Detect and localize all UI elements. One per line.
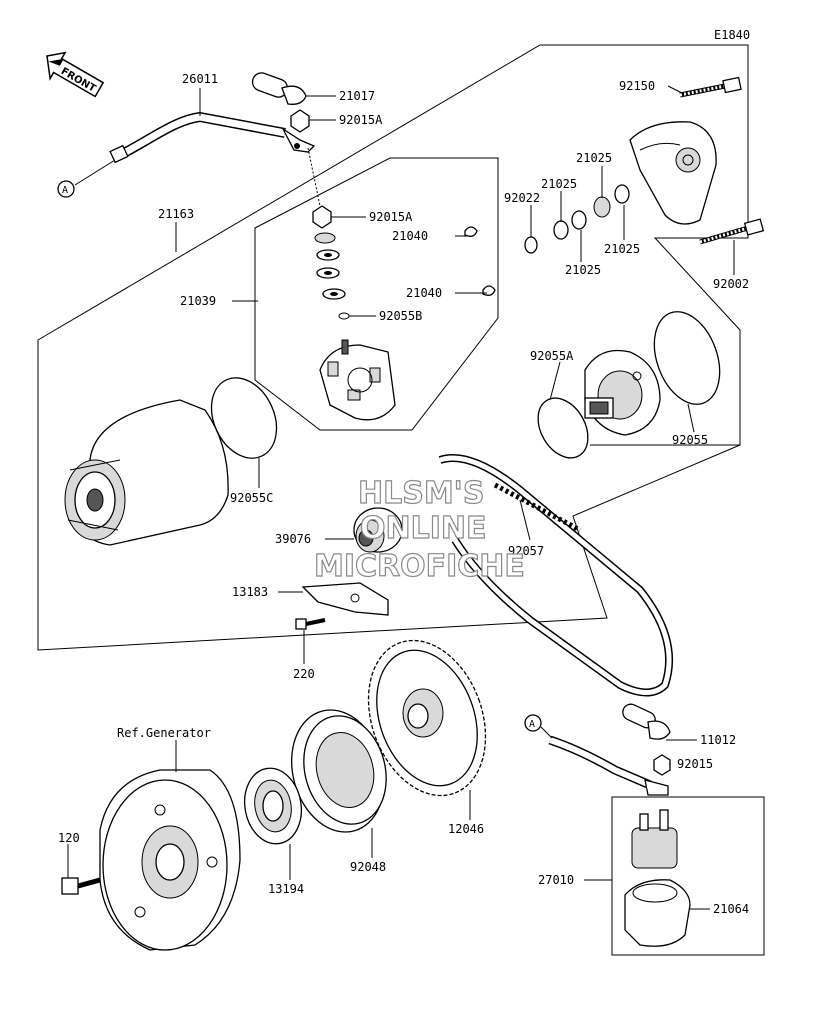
relay-box-outline [611, 796, 765, 956]
front-cover [584, 349, 661, 436]
one-way-clutch-13194 [243, 767, 303, 845]
brush-spring-lower [482, 285, 496, 296]
svg-text:A: A [529, 719, 535, 730]
o-ring-92055A [537, 397, 589, 459]
relay-cover-21064 [624, 879, 691, 947]
label-92055A: 92055A [530, 349, 574, 363]
label-21039: 21039 [180, 294, 216, 308]
label-92015A-top: 92015A [339, 113, 383, 127]
label-92055C: 92055C [230, 491, 273, 505]
washer-92022 [524, 236, 538, 254]
generator-rotor [99, 769, 241, 951]
label-21064: 21064 [713, 902, 749, 916]
svg-text:A: A [62, 185, 68, 196]
label-21025-a: 21025 [576, 151, 612, 165]
washer-21025-c [593, 196, 611, 218]
starter-chain [438, 454, 674, 697]
label-92015: 92015 [677, 757, 713, 771]
bolt-92002 [699, 218, 765, 245]
svg-text:MICROFICHE: MICROFICHE [314, 549, 525, 584]
nut-92015A-lower [312, 205, 332, 229]
plate-13183 [301, 582, 389, 616]
brush-holder-plate [319, 339, 396, 421]
label-21163: 21163 [158, 207, 194, 221]
label-27010: 27010 [538, 873, 574, 887]
label-92002: 92002 [713, 277, 749, 291]
label-12046: 12046 [448, 822, 484, 836]
label-21025-d: 21025 [565, 263, 601, 277]
bolt-220 [295, 618, 326, 630]
svg-text:HLSM'S: HLSM'S [358, 476, 484, 511]
front-arrow-icon: FRONT [46, 51, 105, 98]
label-92057: 92057 [508, 544, 544, 558]
connector-a-marker [57, 180, 75, 198]
label-220: 220 [293, 667, 315, 681]
washer-21025-a [553, 220, 569, 240]
nut-92015 [653, 754, 671, 776]
label-120: 120 [58, 831, 80, 845]
starter-relay-27010 [631, 809, 678, 869]
relay-terminal-cap [622, 703, 671, 740]
label-21040-upper: 21040 [392, 229, 428, 243]
o-ring-92055C [210, 377, 278, 459]
washer-21025-b [571, 210, 587, 230]
label-92150: 92150 [619, 79, 655, 93]
washer-21025-d [614, 184, 630, 204]
starter-clutch-92048 [291, 709, 387, 833]
label-ref-generator: Ref.Generator [117, 726, 211, 740]
brush-spring-upper [464, 226, 478, 237]
label-13183: 13183 [232, 585, 268, 599]
idle-gear-39076 [353, 507, 403, 553]
label-92055: 92055 [672, 433, 708, 447]
washer-stack [314, 232, 346, 300]
bolt-120 [61, 877, 101, 895]
leader-lines [67, 85, 740, 910]
rear-cover [629, 121, 717, 225]
starter-assembly-outline [37, 44, 749, 651]
label-26011: 26011 [182, 72, 218, 86]
part-labels: 26011 21017 92015A 92015A 21163 21040 21… [58, 72, 749, 916]
o-ring-92055 [653, 311, 721, 405]
sprocket-12046 [367, 639, 487, 797]
label-92055B: 92055B [379, 309, 422, 323]
label-21017: 21017 [339, 89, 375, 103]
nut-92015A-top [290, 109, 310, 133]
label-11012: 11012 [700, 733, 736, 747]
label-92022: 92022 [504, 191, 540, 205]
o-ring-92055B [338, 312, 350, 320]
motor-yoke [64, 399, 229, 546]
svg-text:ONLINE: ONLINE [360, 511, 487, 546]
diagram-code: E1840 [714, 28, 750, 42]
label-13194: 13194 [268, 882, 304, 896]
terminal-cap [251, 72, 307, 105]
bolt-92150 [679, 76, 742, 98]
label-92015A-lower: 92015A [369, 210, 413, 224]
starter-cable [109, 111, 316, 164]
label-21040-lower: 21040 [406, 286, 442, 300]
label-39076: 39076 [275, 532, 311, 546]
watermark: HLSM'S ONLINE MICROFICHE [313, 475, 525, 584]
label-21025-b: 21025 [541, 177, 577, 191]
relay-cable [548, 735, 669, 796]
label-21025-c: 21025 [604, 242, 640, 256]
label-92048: 92048 [350, 860, 386, 874]
connector-a-marker-2 [524, 714, 542, 732]
brush-holder-outline [254, 157, 499, 431]
